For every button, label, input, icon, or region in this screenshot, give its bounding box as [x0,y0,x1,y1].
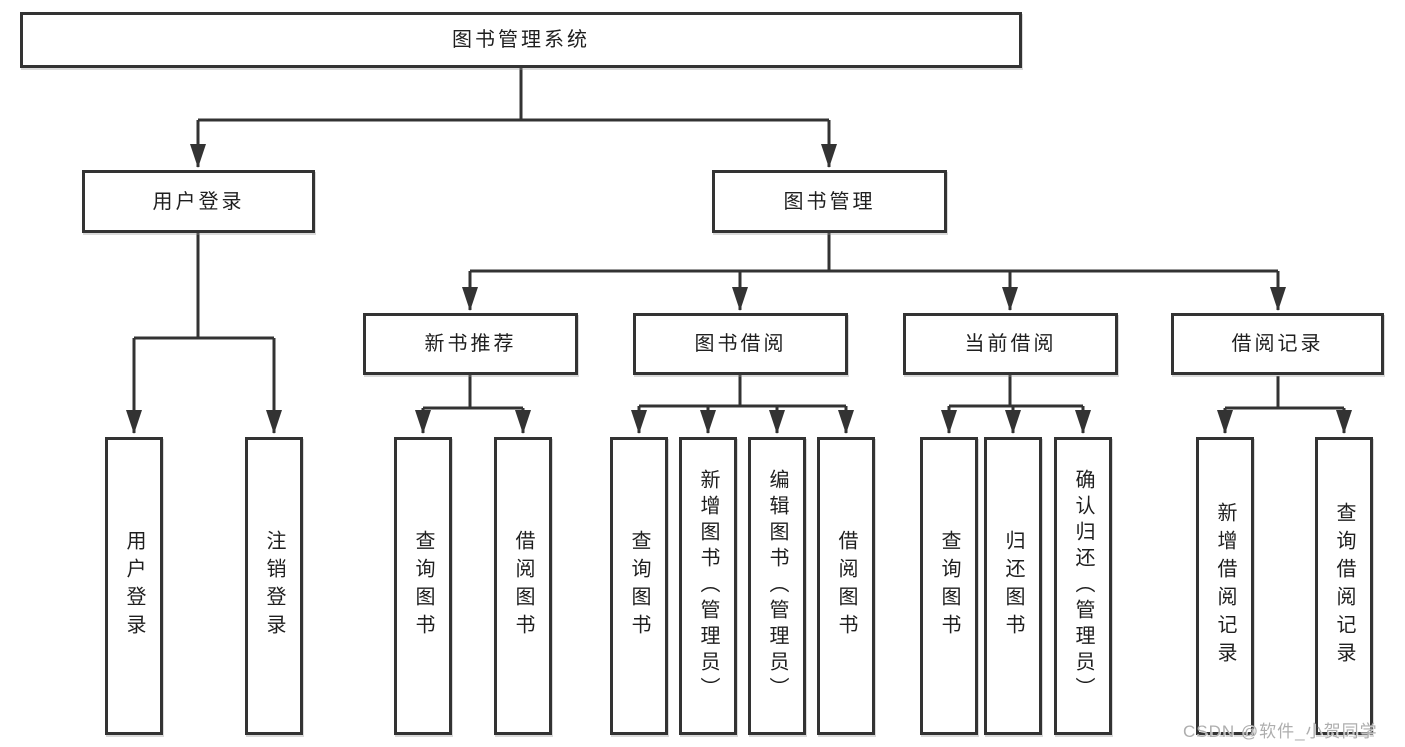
leaf-confirm-return-admin: 确认归还（管理员） [1054,437,1112,735]
node-user-login: 用户登录 [82,170,315,233]
leaf-confirm-return-admin-label: 确认归还（管理员） [1072,469,1094,703]
node-new-book-recommend: 新书推荐 [363,313,578,375]
leaf-query-book-2-label: 查询图书 [628,530,650,642]
leaf-borrow-book-1-label: 借阅图书 [512,530,534,642]
leaf-query-borrow-record-label: 查询借阅记录 [1333,502,1355,670]
leaf-logout-label: 注销登录 [263,530,285,642]
leaf-user-login: 用户登录 [105,437,163,735]
leaf-return-book-label: 归还图书 [1002,530,1024,642]
leaf-add-book-admin-label: 新增图书（管理员） [697,469,719,703]
node-book-borrow: 图书借阅 [633,313,848,375]
leaf-edit-book-admin-label: 编辑图书（管理员） [766,469,788,703]
leaf-return-book: 归还图书 [984,437,1042,735]
node-current-borrow: 当前借阅 [903,313,1118,375]
csdn-watermark: CSDN @软件_小贺同学 [1183,722,1378,741]
leaf-query-book-3-label: 查询图书 [938,530,960,642]
leaf-query-book-2: 查询图书 [610,437,668,735]
leaf-edit-book-admin: 编辑图书（管理员） [748,437,806,735]
node-borrow-record-label: 借阅记录 [1231,333,1324,355]
node-root-system: 图书管理系统 [20,12,1022,68]
leaf-query-borrow-record: 查询借阅记录 [1315,437,1373,735]
leaf-query-book-1-label: 查询图书 [412,530,434,642]
leaf-add-borrow-record: 新增借阅记录 [1196,437,1254,735]
node-user-login-label: 用户登录 [152,190,245,213]
node-new-book-recommend-label: 新书推荐 [424,333,517,355]
leaf-logout: 注销登录 [245,437,303,735]
leaf-add-book-admin: 新增图书（管理员） [679,437,737,735]
leaf-borrow-book-1: 借阅图书 [494,437,552,735]
leaf-add-borrow-record-label: 新增借阅记录 [1214,502,1236,670]
leaf-user-login-label: 用户登录 [123,530,145,642]
node-borrow-record: 借阅记录 [1171,313,1384,375]
leaf-borrow-book-2-label: 借阅图书 [835,530,857,642]
node-root-label: 图书管理系统 [452,29,590,51]
leaf-query-book-3: 查询图书 [920,437,978,735]
node-book-management: 图书管理 [712,170,947,233]
node-book-management-label: 图书管理 [783,190,876,213]
node-current-borrow-label: 当前借阅 [964,333,1057,355]
node-book-borrow-label: 图书借阅 [694,333,787,355]
leaf-borrow-book-2: 借阅图书 [817,437,875,735]
leaf-query-book-1: 查询图书 [394,437,452,735]
